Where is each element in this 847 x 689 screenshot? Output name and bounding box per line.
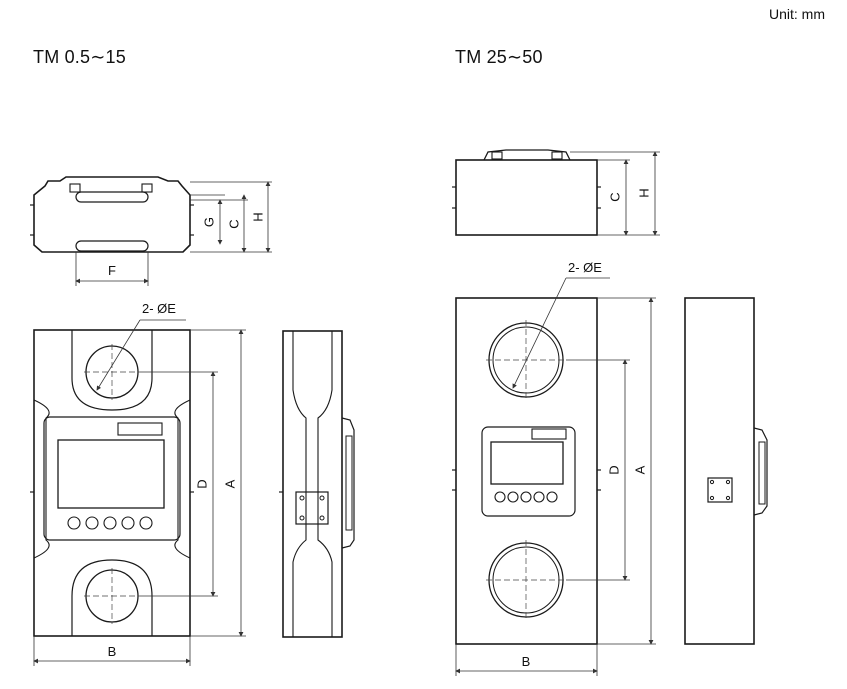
right-side-view (684, 297, 768, 645)
left-top-view (30, 176, 194, 253)
hole-label-right: 2- ØE (568, 260, 602, 275)
hole-label-left: 2- ØE (142, 301, 176, 316)
left-top-dimensions (75, 181, 272, 286)
dim-label-b-left: B (108, 644, 117, 659)
right-front-dimensions (455, 277, 656, 676)
left-side-view (279, 330, 355, 638)
dim-label-h-left: H (250, 212, 265, 221)
dim-label-f-left: F (108, 263, 116, 278)
dim-label-a-right: A (632, 465, 647, 474)
model-title-right: TM 25∼50 (455, 47, 543, 67)
model-title-left: TM 0.5∼15 (33, 47, 126, 67)
left-front-dimensions (33, 319, 246, 666)
dim-label-g-left: G (201, 217, 216, 227)
right-front-centerlines (486, 320, 566, 620)
dim-label-d-left: D (194, 479, 209, 488)
dim-label-b-right: B (522, 654, 531, 669)
dim-label-h-right: H (636, 188, 651, 197)
right-front-view (452, 297, 601, 645)
right-top-dimensions (570, 151, 660, 236)
right-top-view (452, 149, 601, 236)
left-front-centerlines (84, 344, 140, 624)
dim-label-d-right: D (606, 465, 621, 474)
dim-label-c-right: C (607, 192, 622, 201)
dim-label-c-left: C (226, 219, 241, 228)
unit-label: Unit: mm (769, 6, 825, 22)
dim-label-a-left: A (222, 479, 237, 488)
